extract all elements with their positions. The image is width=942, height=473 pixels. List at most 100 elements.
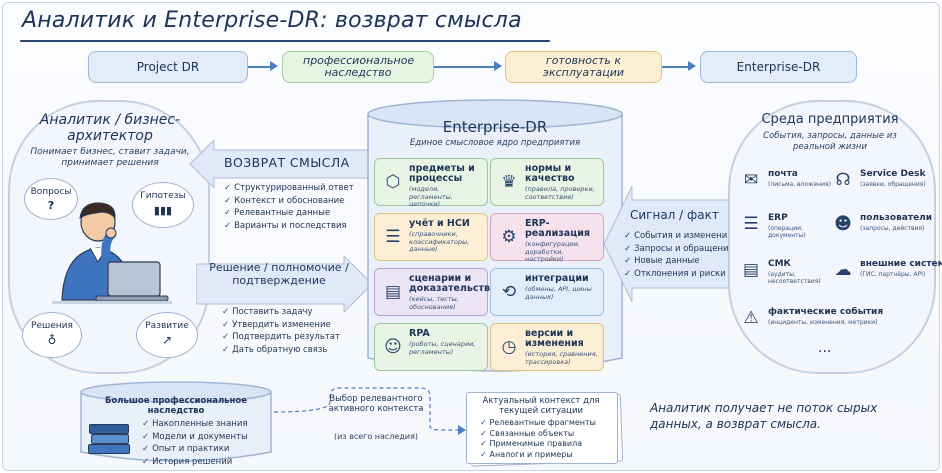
core-box-title: версии и изменения bbox=[525, 328, 584, 349]
stage-readiness: готовность к эксплуатации bbox=[505, 51, 662, 83]
context-title: Актуальный контекст для текущей ситуации bbox=[482, 396, 600, 416]
core-box: ☰ учёт и НСИ(справочники, классификаторы,… bbox=[374, 213, 488, 261]
return-meaning-arrow bbox=[190, 140, 370, 188]
core-title: Enterprise-DR bbox=[442, 118, 548, 136]
list-item: Модели и документы bbox=[142, 431, 248, 444]
environment-item: ☻пользователи(запросы, действия) bbox=[830, 210, 932, 246]
decision-arrow bbox=[196, 256, 372, 312]
page-title: Аналитик и Enterprise-DR: возврат смысла bbox=[22, 8, 522, 33]
stage-arrow bbox=[662, 66, 690, 68]
core-box-title: сценарии и доказательства bbox=[409, 273, 497, 294]
analyst-title: Аналитик / бизнес-архитектор bbox=[39, 112, 181, 144]
core-box-title: ERP-реализация bbox=[525, 218, 590, 239]
return-meaning-title: ВОЗВРАТ СМЫСЛА bbox=[224, 155, 350, 170]
environment-item-title: внешние системы bbox=[860, 259, 942, 269]
environment-cloud bbox=[728, 100, 936, 374]
question-mark-icon: ? bbox=[47, 199, 55, 212]
core-box: ♛ нормы и качество(правила, проверки, соо… bbox=[490, 158, 604, 206]
list-item: Новые данные bbox=[624, 255, 734, 268]
stage-arrow-head bbox=[494, 61, 502, 71]
environment-item: ✉почта(письма, вложения) bbox=[738, 166, 831, 202]
core-box: ⟲интеграции(обмены, API, шины данных) bbox=[490, 268, 604, 316]
stage-arrow bbox=[434, 66, 496, 68]
environment-item-subtitle: (операции, документы) bbox=[768, 225, 806, 239]
list-item: Контекст и обоснование bbox=[224, 195, 354, 208]
environment-item: ☁внешние системы(ГИС, партнёры, API) bbox=[830, 256, 942, 292]
signal-title: Сигнал / факт bbox=[630, 208, 719, 222]
environment-item-subtitle: (аудиты, несоответствия) bbox=[768, 271, 821, 285]
heritage-list: Накопленные знания Модели и документы Оп… bbox=[142, 418, 248, 468]
selection-connector bbox=[273, 387, 466, 435]
environment-item-subtitle: (заявки, обращения) bbox=[860, 181, 926, 188]
selection-label: Выбор релевантного активного контекста bbox=[328, 394, 424, 414]
list-item: Опыт и практики bbox=[142, 443, 248, 456]
list-item: Подтвердить результат bbox=[222, 331, 340, 344]
headset-icon: ☊ bbox=[835, 170, 851, 190]
list-item: Связанные объекты bbox=[480, 429, 596, 440]
bubble-hypotheses: Гипотезы ▮▮▮ bbox=[132, 182, 194, 228]
core-box-title: интеграции bbox=[525, 273, 589, 284]
lightbulb-icon: ♁ bbox=[47, 333, 57, 347]
core-box-subtitle: (история, сравнения, трассировка) bbox=[525, 350, 598, 366]
database-icon: ☰ bbox=[743, 214, 759, 234]
decision-title: Решение / полномочие / подтверждение bbox=[209, 261, 349, 287]
document-icon: ▤ bbox=[742, 260, 760, 280]
core-box-subtitle: (модели, регламенты, цепочки) bbox=[409, 185, 453, 208]
environment-item-subtitle: (ГИС, партнёры, API) bbox=[860, 271, 926, 278]
list-item: Релевантные фрагменты bbox=[480, 418, 597, 429]
core-box: ⬡ предметы и процессы(модели, регламенты,… bbox=[374, 158, 488, 208]
environment-item-title: ERP bbox=[768, 213, 788, 223]
core-box-title: RPA bbox=[409, 328, 430, 339]
bubble-development: Развитие ↗ bbox=[136, 312, 198, 358]
list-item: Релевантные данные bbox=[224, 207, 354, 220]
core-box: ⚙ERP-реализация(конфигурации, доработки,… bbox=[490, 213, 604, 263]
analyst-person-illustration bbox=[52, 202, 172, 304]
robot-icon: ☺ bbox=[384, 337, 402, 357]
environment-item-title: СМК bbox=[768, 259, 791, 269]
environment-item-title: почта bbox=[768, 169, 798, 179]
list-item: Применимые правила bbox=[480, 439, 596, 450]
core-box-subtitle: (правила, проверки, соответствие) bbox=[525, 185, 595, 201]
return-meaning-list: Структурированный ответ Контекст и обосн… bbox=[224, 182, 354, 232]
mail-icon: ✉ bbox=[743, 170, 759, 190]
medal-icon: ♛ bbox=[501, 172, 517, 192]
environment-item: ⚠ фактические события (инциденты, изменени… bbox=[738, 304, 918, 340]
trend-up-icon: ↗ bbox=[161, 333, 173, 347]
list-item: История решений bbox=[142, 456, 248, 469]
core-box-title: учёт и НСИ bbox=[409, 218, 470, 229]
bubble-questions: Вопросы ? bbox=[24, 178, 78, 220]
stage-project-dr: Project DR bbox=[88, 51, 248, 83]
core-box: ◷версии и изменения(история, сравнения, … bbox=[490, 323, 604, 371]
environment-item-subtitle: (инциденты, изменения, метрики) bbox=[768, 319, 878, 326]
list-item: Аналоги и примеры bbox=[480, 450, 596, 461]
core-box-title: предметы и процессы bbox=[409, 163, 475, 184]
bubble-decisions: Решения ♁ bbox=[22, 312, 82, 358]
list-item: Дать обратную связь bbox=[222, 344, 340, 357]
core-box-title: нормы и качество bbox=[525, 163, 575, 184]
decision-list: Поставить задачу Утвердить изменение Под… bbox=[222, 306, 340, 356]
environment-item-title: фактические события bbox=[768, 307, 884, 317]
database-icon: ☰ bbox=[385, 227, 401, 247]
environment-item: ▤ СМК (аудиты, несоответствия) bbox=[738, 256, 828, 292]
users-icon: ☻ bbox=[834, 214, 852, 234]
conclusion-text: Аналитик получает не поток сырых данных,… bbox=[650, 401, 878, 431]
warning-icon: ⚠ bbox=[743, 308, 759, 328]
environment-item-title: пользователи bbox=[860, 213, 933, 223]
core-box-subtitle: (конфигурации, доработки, настройки) bbox=[525, 240, 580, 263]
environment-title: Среда предприятия bbox=[761, 112, 899, 127]
list-item: Варианты и последствия bbox=[224, 220, 354, 233]
environment-item: ☰ ERP (операции, документы) bbox=[738, 210, 828, 246]
stage-enterprise-dr: Enterprise-DR bbox=[700, 51, 857, 83]
stage-arrow bbox=[248, 66, 272, 68]
core-box: ☺RPA(роботы, сценарии, регламенты) bbox=[374, 323, 488, 371]
list-item: Запросы и обращения bbox=[624, 243, 734, 256]
environment-subtitle: События, запросы, данные из реальной жиз… bbox=[763, 131, 897, 152]
list-item: Структурированный ответ bbox=[224, 182, 354, 195]
heritage-title: Большое профессиональное наследство bbox=[104, 396, 248, 416]
share-icon: ⟲ bbox=[501, 282, 517, 302]
stage-arrow-head bbox=[688, 61, 696, 71]
list-item: Накопленные знания bbox=[142, 418, 248, 431]
environment-more: ... bbox=[818, 340, 832, 356]
core-box-subtitle: (справочники, классификаторы, данные) bbox=[409, 230, 470, 253]
cube-icon: ⬡ bbox=[385, 172, 401, 192]
